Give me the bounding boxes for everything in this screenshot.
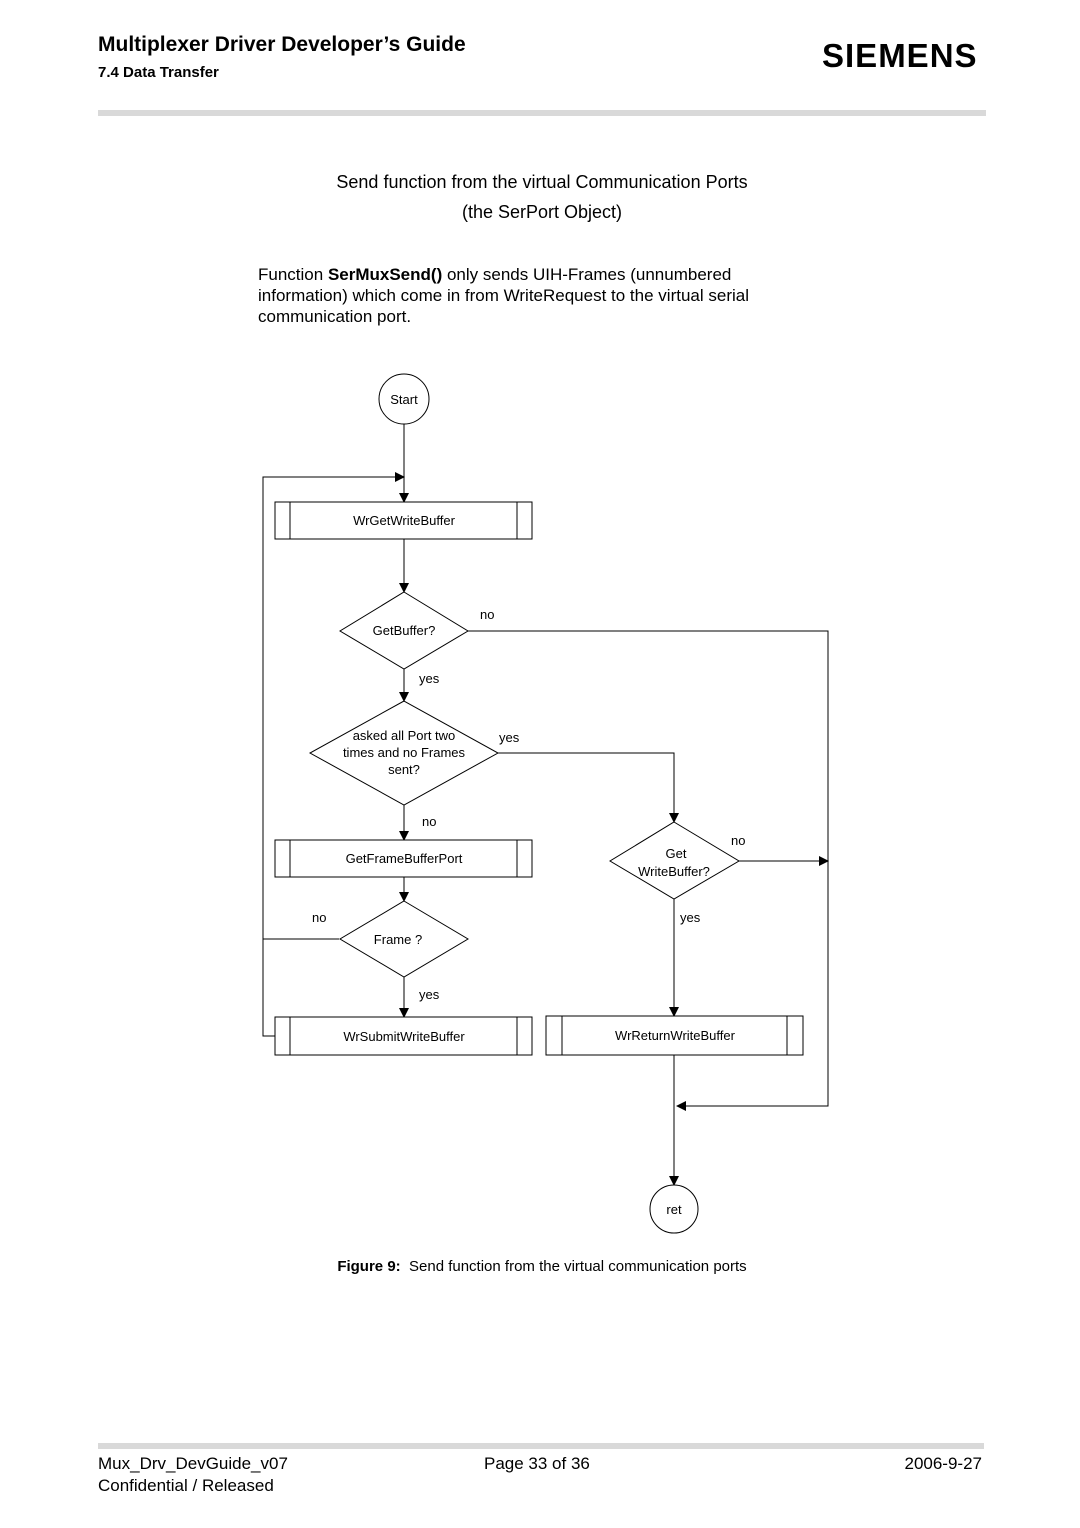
getframebufferport-process: [274, 839, 533, 878]
getwritebuffer-line1: Get: [666, 846, 687, 861]
frame-decision: [339, 900, 469, 978]
intro-paragraph: Function SerMuxSend() only sends UIH-Fra…: [258, 264, 818, 327]
ret-node: [649, 1184, 699, 1234]
getwritebuffer-yes-label: yes: [680, 910, 701, 925]
section-title: 7.4 Data Transfer: [98, 64, 219, 81]
flowchart: Start WrGetWriteBuffer GetBuffer? no yes…: [262, 373, 829, 1234]
function-name: SerMuxSend(): [327, 265, 443, 284]
flow-asked-yes: [498, 752, 679, 823]
intro-text: only sends UIH-Frames (unnumbered inform…: [258, 265, 749, 326]
asked-no-label: no: [422, 814, 436, 829]
figure-heading-line1: Send function from the virtual Communica…: [336, 172, 748, 192]
getbuffer-yes-label: yes: [419, 671, 440, 686]
start-label: Start: [390, 392, 418, 407]
figure-caption: Figure 9: Send function from the virtual…: [0, 1258, 1080, 1275]
flow-loop-back: [262, 472, 405, 1037]
caption-text: Send function from the virtual communica…: [409, 1258, 747, 1275]
footer-filename: Mux_Drv_DevGuide_v07: [98, 1454, 288, 1473]
caption-label: Figure 9:: [337, 1258, 401, 1275]
flow-getbuffer-no: [468, 630, 829, 1111]
asked-all-ports-line3: sent?: [388, 762, 420, 777]
start-node: [378, 373, 430, 425]
getwritebuffer-decision: [609, 821, 740, 900]
frame-yes-label: yes: [419, 987, 440, 1002]
asked-all-ports-decision: [308, 700, 500, 806]
asked-all-ports-line1: asked all Port two: [353, 728, 456, 743]
asked-yes-label: yes: [499, 730, 520, 745]
document-title: Multiplexer Driver Developer’s Guide: [98, 33, 466, 56]
footer-date: 2006-9-27: [904, 1454, 982, 1473]
wrreturnwritebuffer-process: [545, 1015, 804, 1056]
figure-heading-line2: (the SerPort Object): [461, 202, 623, 222]
wrgetwritebuffer-label: WrGetWriteBuffer: [353, 513, 456, 528]
getwritebuffer-line2: WriteBuffer?: [638, 864, 710, 879]
frame-no-label: no: [312, 910, 326, 925]
frame-label: Frame ?: [374, 932, 422, 947]
asked-all-ports-line2: times and no Frames: [343, 745, 466, 760]
footer-page-number: Page 33 of 36: [484, 1454, 590, 1473]
getbuffer-no-label: no: [480, 607, 494, 622]
ret-label: ret: [666, 1202, 682, 1217]
getframebufferport-label: GetFrameBufferPort: [346, 851, 463, 866]
getwritebuffer-no-label: no: [731, 833, 745, 848]
header-divider: [98, 110, 986, 116]
wrgetwritebuffer-process: [274, 501, 533, 540]
footer-divider: [98, 1443, 984, 1449]
siemens-logo: SIEMENS: [822, 37, 978, 74]
intro-prefix: Function: [258, 265, 328, 284]
wrsubmitwritebuffer-label: WrSubmitWriteBuffer: [343, 1029, 465, 1044]
wrreturnwritebuffer-label: WrReturnWriteBuffer: [615, 1028, 736, 1043]
footer-status: Confidential / Released: [98, 1476, 274, 1495]
wrsubmitwritebuffer-process: [274, 1016, 533, 1056]
getbuffer-label: GetBuffer?: [373, 623, 436, 638]
getbuffer-decision: [339, 591, 469, 670]
